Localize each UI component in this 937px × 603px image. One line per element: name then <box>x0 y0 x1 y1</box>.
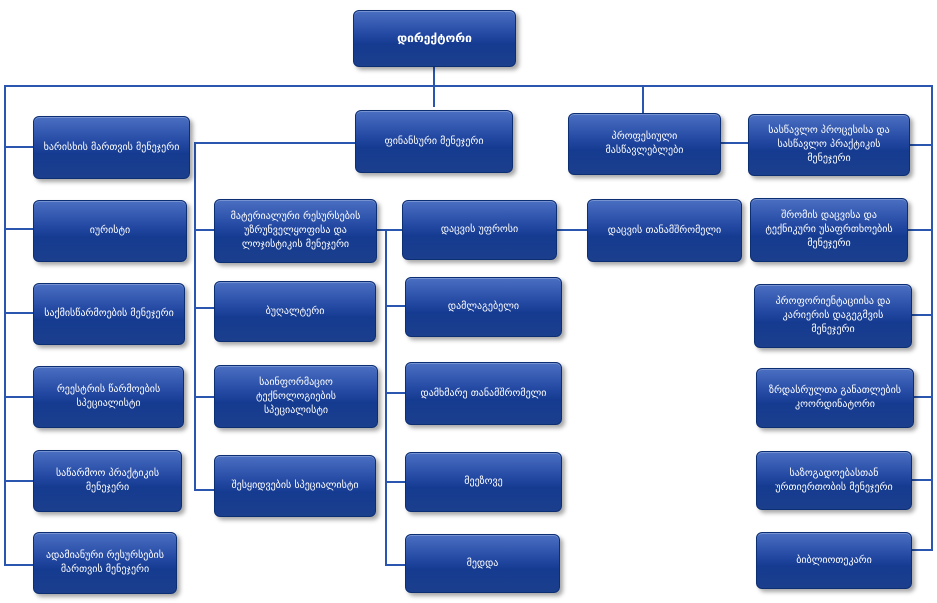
cleaner-box: დამლაგებელი <box>405 277 562 337</box>
learning-process-manager-label: სასწავლო პროცესისა და სასწავლო პრაქტიკის… <box>768 125 890 164</box>
assistant-staff-label: დამხმარე თანამშრომელი <box>420 387 547 399</box>
lawyer-label: იურისტი <box>89 225 131 236</box>
registry-specialist-box: რეესტრის წარმოების სპეციალისტი <box>33 366 184 428</box>
safety-manager-box: შრომის დაცვისა და ტექნიკური უსაფრთხოების… <box>750 198 908 262</box>
practice-manager-box: საწარმოო პრაქტიკის მენეჯერი <box>33 450 182 512</box>
nurse-box: მედდა <box>405 534 560 593</box>
director-label: დირექტორი <box>397 31 472 46</box>
cleaner-label: დამლაგებელი <box>447 301 520 312</box>
records-manager-label: საქმისწარმოების მენეჯერი <box>44 308 174 319</box>
nurse-label: მედდა <box>466 557 499 569</box>
adult-education-coordinator-box: ზრდასრულთა განათლების კოორდინატორი <box>756 368 914 428</box>
janitor-box: მეეზოვე <box>405 452 562 512</box>
professional-teachers-label: პროფესიული მასწავლებლები <box>605 131 684 156</box>
security-staff-label: დაცვის თანამშრომელი <box>607 224 722 236</box>
lawyer-box: იურისტი <box>33 200 187 262</box>
practice-manager-label: საწარმოო პრაქტიკის მენეჯერი <box>55 468 160 493</box>
finance-manager-label: ფინანსური მენეჯერი <box>384 135 484 147</box>
accountant-box: ბუღალტერი <box>214 281 376 342</box>
it-specialist-label: საინფორმაციო ტექნოლოგიების სპეციალისტი <box>256 376 336 416</box>
accountant-label: ბუღალტერი <box>265 305 325 317</box>
pr-manager-label: საზოგადოებასთან ურთიერთობის მენეჯერი <box>775 467 893 493</box>
it-specialist-box: საინფორმაციო ტექნოლოგიების სპეციალისტი <box>214 365 378 428</box>
professional-teachers-box: პროფესიული მასწავლებლები <box>568 113 721 175</box>
procurement-specialist-label: შესყიდვების სპეციალისტი <box>231 480 359 491</box>
procurement-specialist-box: შესყიდვების სპეციალისტი <box>214 455 376 517</box>
records-manager-box: საქმისწარმოების მენეჯერი <box>33 283 185 345</box>
hr-manager-box: ადამიანური რესურსების მართვის მენეჯერი <box>33 532 177 594</box>
pr-manager-box: საზოგადოებასთან ურთიერთობის მენეჯერი <box>756 451 912 510</box>
logistics-manager-label: მატერიალური რესურსების უზრუნველყოფისა და… <box>230 211 361 250</box>
logistics-manager-box: მატერიალური რესურსების უზრუნველყოფისა და… <box>214 199 377 263</box>
security-head-label: დაცვის უფროსი <box>440 224 519 235</box>
librarian-label: ბიბლიოთეკარი <box>796 554 872 566</box>
learning-process-manager-box: სასწავლო პროცესისა და სასწავლო პრაქტიკის… <box>748 114 910 176</box>
safety-manager-label: შრომის დაცვისა და ტექნიკური უსაფრთხოების… <box>765 210 893 249</box>
hr-manager-label: ადამიანური რესურსების მართვის მენეჯერი <box>46 550 164 575</box>
assistant-staff-box: დამხმარე თანამშრომელი <box>405 362 562 425</box>
quality-manager-label: ხარისხის მართვის მენეჯერი <box>43 141 180 153</box>
registry-specialist-label: რეესტრის წარმოების სპეციალისტი <box>56 384 161 409</box>
career-manager-box: პროფორიენტაციისა და კარიერის დაგეგმვის მ… <box>754 284 912 348</box>
director-box: დირექტორი <box>353 10 516 67</box>
security-staff-box: დაცვის თანამშრომელი <box>587 199 742 262</box>
career-manager-label: პროფორიენტაციისა და კარიერის დაგეგმვის მ… <box>775 296 891 335</box>
adult-education-coordinator-label: ზრდასრულთა განათლების კოორდინატორი <box>768 385 902 410</box>
security-head-box: დაცვის უფროსი <box>402 200 557 260</box>
quality-manager-box: ხარისხის მართვის მენეჯერი <box>33 116 190 179</box>
janitor-label: მეეზოვე <box>464 476 503 487</box>
librarian-box: ბიბლიოთეკარი <box>756 532 912 589</box>
finance-manager-box: ფინანსური მენეჯერი <box>355 110 513 173</box>
